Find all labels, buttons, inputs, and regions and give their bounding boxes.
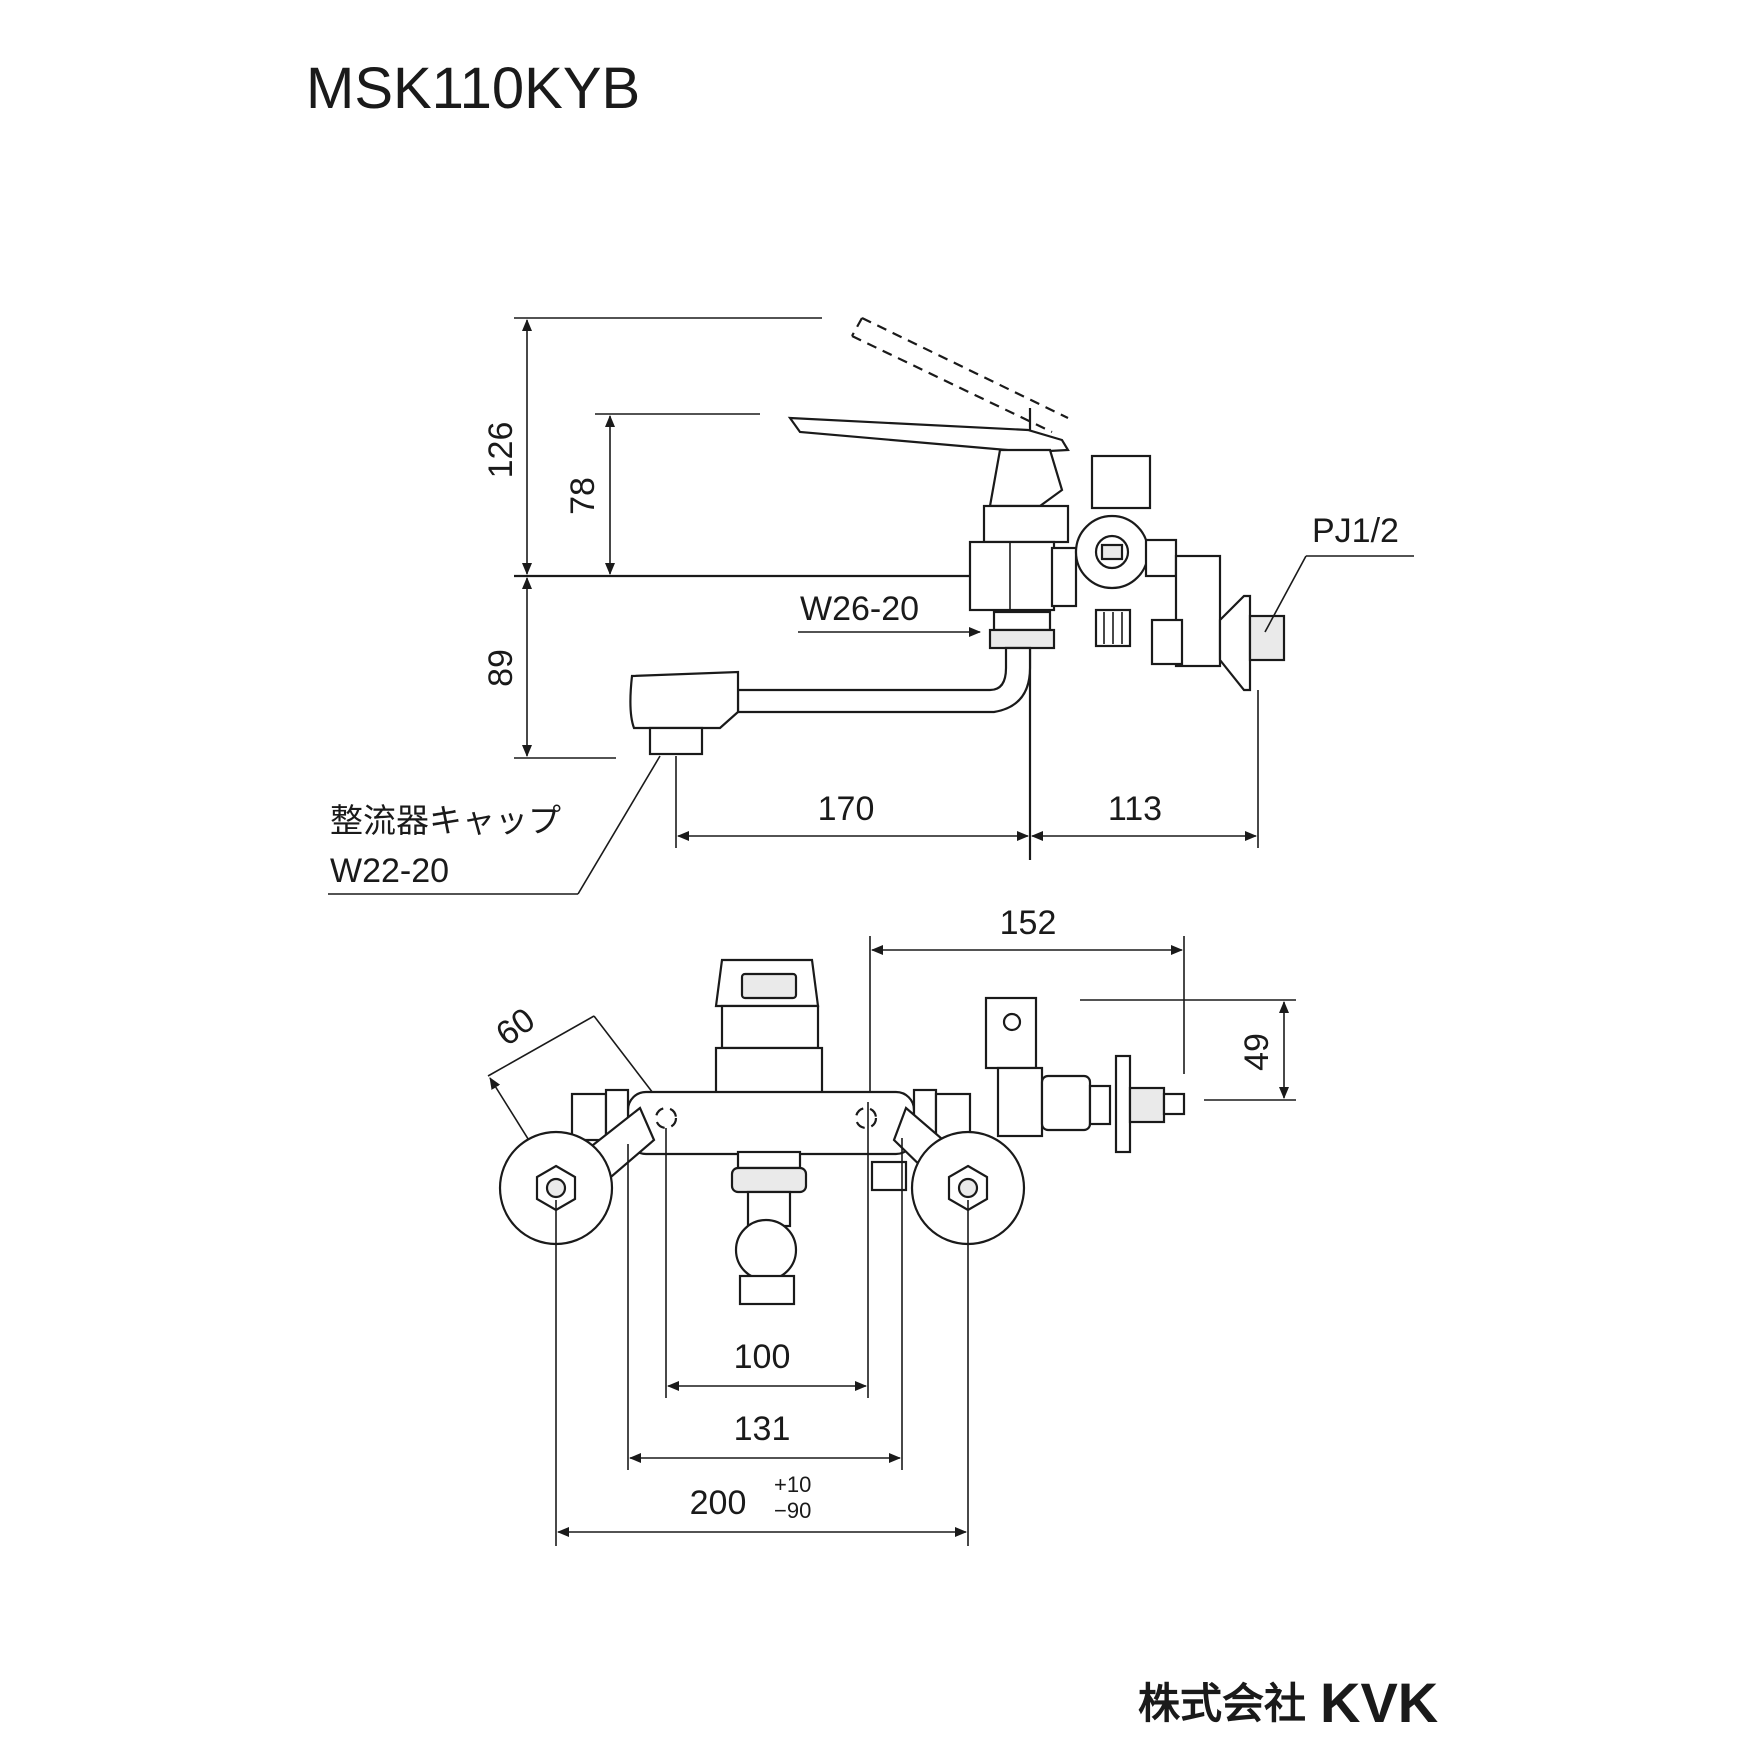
hidden-hole-left — [654, 1106, 678, 1130]
dimension-49: 49 — [1238, 1033, 1276, 1071]
cartridge-cap — [1090, 454, 1152, 510]
spout-stub-bend — [734, 1218, 798, 1282]
lever-neck — [720, 1004, 820, 1050]
thread-pj — [1248, 614, 1286, 662]
lever-cap-window — [740, 972, 798, 1000]
valve-body — [968, 540, 1056, 612]
hex-nut-left-hole — [545, 1177, 567, 1199]
supply-fitting-thread — [1128, 1086, 1166, 1124]
dimension-152: 152 — [1000, 904, 1057, 942]
aerator-cap — [648, 726, 704, 756]
outlet-thread-label: W26-20 — [800, 590, 919, 628]
hidden-hole-right — [854, 1106, 878, 1130]
side-nut — [1144, 538, 1178, 578]
dimension-100: 100 — [734, 1338, 791, 1376]
round-fitting-slot — [1100, 543, 1124, 561]
company-label: 株式会社 — [1138, 1679, 1306, 1728]
model-title: MSK110KYB — [306, 56, 640, 121]
dimension-170: 170 — [818, 790, 875, 828]
supply-fitting-body — [996, 1066, 1044, 1138]
dimension-126: 126 — [482, 422, 520, 479]
spout-stub-collar — [730, 1166, 808, 1194]
front-valve-knob — [870, 1160, 908, 1192]
main-body — [626, 1090, 916, 1156]
supply-fitting-tip — [1162, 1092, 1186, 1116]
side-view: 126 78 89 — [328, 317, 1414, 895]
spout-collar — [988, 628, 1056, 650]
dimension-113: 113 — [1108, 790, 1162, 828]
extension-line-60-a — [487, 1015, 595, 1077]
aerator-cap-thread: W22-20 — [330, 852, 449, 890]
body-nut-left — [570, 1092, 608, 1142]
dimension-60: 60 — [489, 1001, 542, 1054]
spout-pipe — [736, 646, 1032, 714]
aerator-cap-label: 整流器キャップ — [330, 801, 561, 840]
lever-raised-outline — [851, 317, 1069, 433]
supply-nut — [1150, 618, 1184, 666]
dimension-200-tol-plus: +10 — [774, 1472, 811, 1497]
dimension-78: 78 — [564, 477, 602, 515]
supply-fitting-ring — [1088, 1084, 1112, 1126]
dimension-131: 131 — [734, 1410, 791, 1448]
supply-fitting-flange — [1114, 1054, 1132, 1154]
spout-head — [629, 670, 740, 730]
spout-stub-tip — [738, 1274, 796, 1306]
brand-logo: KVK — [1320, 1671, 1438, 1734]
hex-nut-right-hole — [957, 1177, 979, 1199]
spout-nut — [992, 610, 1052, 632]
dimension-89: 89 — [482, 649, 520, 687]
wall-flange — [1218, 594, 1252, 692]
pj-leader — [1264, 555, 1307, 633]
front-view: 152 49 60 — [487, 904, 1296, 1546]
valve-nut — [1050, 546, 1078, 608]
dimension-200: 200 — [690, 1484, 747, 1522]
supply-thread-label: PJ1/2 — [1312, 512, 1399, 550]
cartridge-collar — [982, 504, 1070, 544]
supply-fitting-nut — [1040, 1074, 1092, 1132]
aerator-leader — [577, 755, 661, 895]
supply-fitting-hole — [1002, 1012, 1022, 1032]
lever-handle — [787, 416, 1070, 454]
lever-base — [988, 448, 1064, 508]
supply-elbow — [1174, 554, 1222, 668]
spout-stub-nut — [736, 1150, 802, 1170]
dimension-200-tol-minus: −90 — [774, 1498, 811, 1523]
supply-fitting-plate — [984, 996, 1038, 1070]
